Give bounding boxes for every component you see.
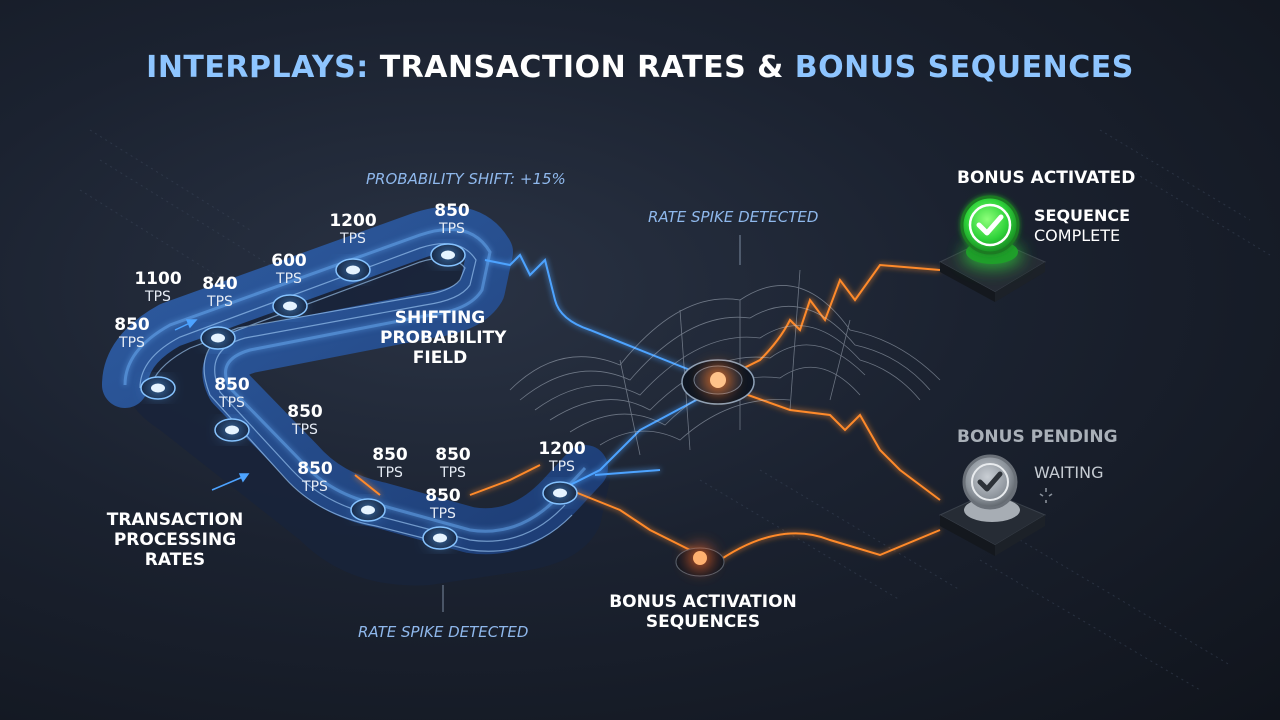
rate-node-pin (272, 294, 308, 318)
field-caption-line-3: FIELD (412, 348, 468, 368)
rate-value: 850 (114, 315, 150, 335)
rate-unit: TPS (145, 289, 171, 305)
rate-value: 850 (372, 445, 408, 465)
rate-value: 850 (287, 402, 323, 422)
rate-node-pin (422, 526, 458, 550)
bonus-caption-line-1: BONUS ACTIVATION (609, 592, 797, 612)
rate-spike-note-bottom: RATE SPIKE DETECTED (358, 623, 529, 641)
page-title: INTERPLAYS: TRANSACTION RATES & BONUS SE… (0, 50, 1280, 85)
waiting-label: WAITING (1034, 463, 1104, 482)
bonus-activation-node (675, 546, 725, 577)
rate-unit: TPS (440, 465, 466, 481)
rate-spike-note-top: RATE SPIKE DETECTED (648, 208, 819, 226)
field-caption: SHIFTING PROBABILITY FIELD (380, 308, 507, 368)
track-glow-edge (123, 227, 587, 533)
rate-node-pins (140, 243, 578, 550)
data-paths (484, 253, 711, 491)
transaction-caption-line-1: TRANSACTION (106, 510, 244, 530)
rate-unit: TPS (377, 465, 403, 481)
rate-unit: TPS (276, 271, 302, 287)
rate-value: 1200 (538, 439, 586, 459)
field-caption-line-1: SHIFTING (394, 308, 486, 328)
rate-unit: TPS (207, 294, 233, 310)
bonus-caption: BONUS ACTIVATION SEQUENCES (598, 592, 808, 632)
rate-value: 850 (434, 201, 470, 221)
central-hub (681, 359, 755, 405)
rate-node-pin (140, 376, 176, 400)
rate-value: 850 (214, 375, 250, 395)
rate-value: 850 (425, 486, 461, 506)
rate-value: 1100 (134, 269, 182, 289)
transaction-caption: TRANSACTION PROCESSING RATES (100, 510, 250, 570)
complete-label: COMPLETE (1034, 226, 1121, 245)
rate-value: 600 (271, 251, 307, 271)
rate-node-pin (350, 498, 386, 522)
probability-shift-note: PROBABILITY SHIFT: +15% (366, 170, 566, 188)
rate-value: 850 (297, 459, 333, 479)
transaction-caption-line-2: PROCESSING (113, 530, 237, 550)
field-caption-line-2: PROBABILITY (380, 328, 507, 348)
title-part-3: BONUS SEQUENCES (794, 50, 1134, 85)
rate-unit: TPS (430, 506, 456, 522)
leader-lines (442, 235, 741, 612)
flow-arrows (174, 319, 250, 491)
probability-field (509, 269, 941, 456)
rate-unit: TPS (439, 221, 465, 237)
title-part-1: INTERPLAYS: (146, 50, 369, 85)
rate-value: 850 (435, 445, 471, 465)
rate-node-pin (335, 258, 371, 282)
rate-node-pin (542, 481, 578, 505)
title-part-2: TRANSACTION RATES & (379, 50, 784, 85)
background-code-streaks (79, 129, 1271, 691)
rate-node-pin (430, 243, 466, 267)
bonus-caption-line-2: SEQUENCES (645, 612, 761, 632)
rate-unit: TPS (292, 422, 318, 438)
rate-value: 840 (202, 274, 238, 294)
grey-check-icon (962, 454, 1018, 510)
transaction-caption-line-3: RATES (144, 550, 206, 570)
rate-unit: TPS (302, 479, 328, 495)
rate-unit: TPS (119, 335, 145, 351)
bonus-activated-sub: SEQUENCE COMPLETE (1034, 206, 1130, 246)
sequence-label: SEQUENCE (1034, 206, 1131, 225)
green-check-icon (960, 195, 1020, 255)
rate-unit: TPS (219, 395, 245, 411)
rate-node-pin (214, 418, 250, 442)
rate-unit: TPS (340, 231, 366, 247)
rate-unit: TPS (549, 459, 575, 475)
bonus-activated-title: BONUS ACTIVATED (957, 168, 1136, 188)
bonus-pending-title: BONUS PENDING (957, 427, 1118, 447)
rate-node-pin (200, 326, 236, 350)
rate-value: 1200 (329, 211, 377, 231)
loading-spinner-icon (1039, 488, 1053, 503)
